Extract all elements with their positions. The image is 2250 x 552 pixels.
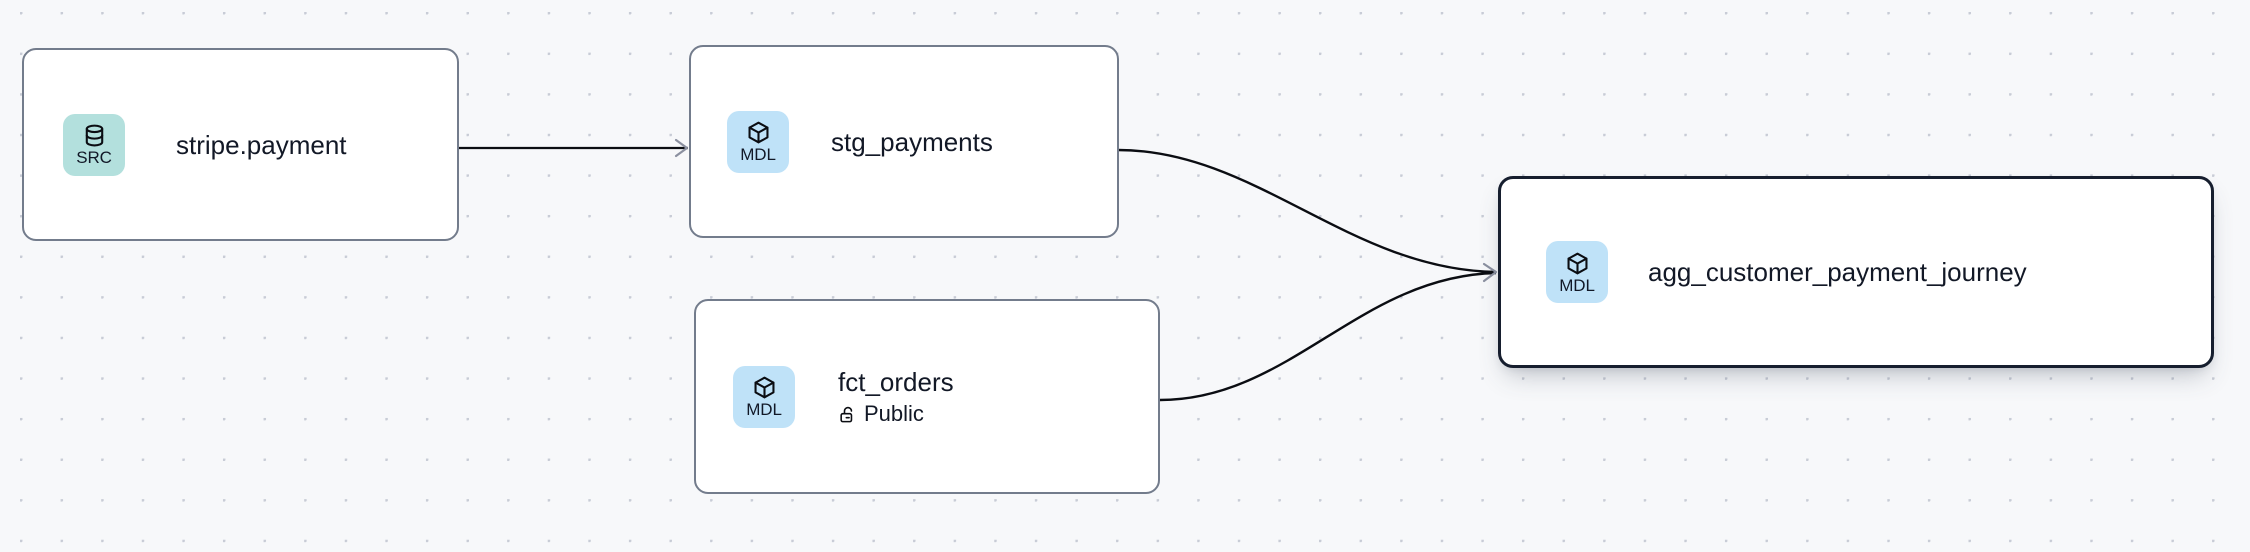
badge-model: MDL	[733, 365, 795, 428]
node-fct-orders[interactable]: MDL fct_orders Public	[694, 299, 1160, 494]
node-body: fct_orders Public	[838, 367, 954, 426]
node-title: fct_orders	[838, 367, 954, 397]
node-title: stg_payments	[831, 126, 993, 157]
badge-label: MDL	[1559, 275, 1595, 295]
cube-icon	[746, 120, 771, 145]
edge-stg-payments-to-agg-customer-payment-journey	[1117, 148, 1497, 274]
node-agg-customer-payment-journey[interactable]: MDL agg_customer_payment_journey	[1498, 176, 2214, 368]
node-title: stripe.payment	[176, 129, 347, 160]
node-visibility: Public	[838, 402, 954, 426]
node-body: agg_customer_payment_journey	[1648, 257, 2027, 287]
badge-label: MDL	[746, 400, 782, 419]
badge-label: SRC	[76, 148, 112, 167]
badge-label: MDL	[740, 145, 776, 164]
node-body: stg_payments	[831, 127, 993, 157]
unlock-icon	[838, 405, 857, 424]
badge-model: MDL	[727, 110, 789, 173]
node-body: stripe.payment	[176, 130, 347, 160]
badge-source: SRC	[63, 113, 125, 176]
cube-icon	[1565, 251, 1590, 276]
edge-arrowhead-stg-payments	[674, 138, 689, 158]
badge-model: MDL	[1546, 241, 1608, 303]
edge-arrowhead-agg-customer-payment-journey	[1482, 262, 1498, 283]
node-visibility-label: Public	[864, 401, 924, 426]
database-icon	[82, 123, 107, 148]
node-stripe-payment[interactable]: SRC stripe.payment	[22, 48, 459, 241]
node-title: agg_customer_payment_journey	[1648, 257, 2027, 287]
node-stg-payments[interactable]: MDL stg_payments	[689, 45, 1119, 238]
edge-fct-orders-to-agg-customer-payment-journey	[1159, 271, 1497, 402]
cube-icon	[752, 375, 777, 400]
